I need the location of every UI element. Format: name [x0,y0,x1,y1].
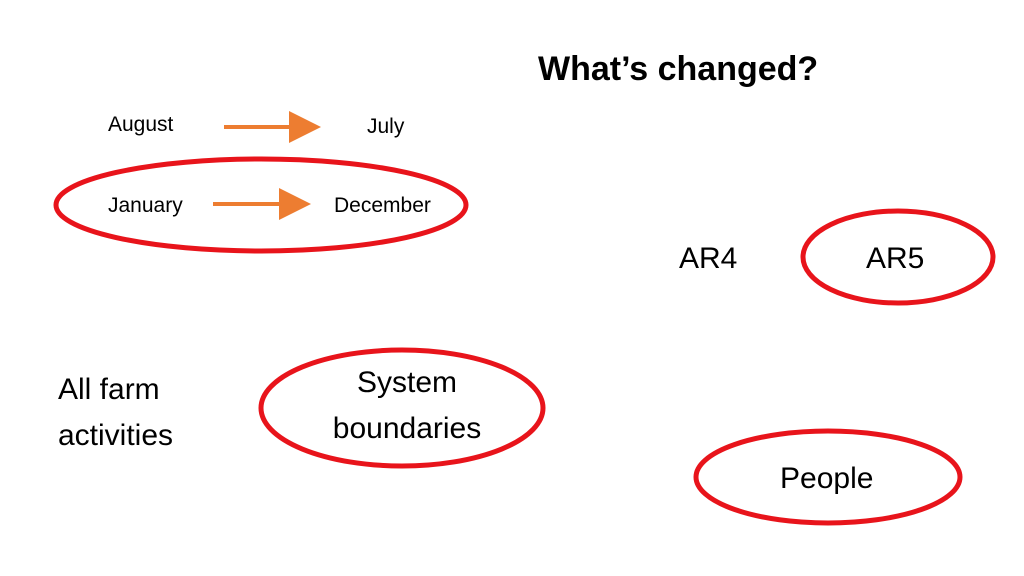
circle-january-december [53,156,469,254]
circle-ar5 [800,208,996,306]
circle-system-boundaries [258,347,546,469]
page-title: What’s changed? [538,50,819,88]
label-activities: activities [58,419,174,452]
circle-people [693,428,963,526]
label-august: August [108,113,174,136]
label-july: July [367,115,405,138]
label-ar4: AR4 [679,242,738,275]
label-all-farm: All farm [58,373,160,406]
label-boundaries: boundaries [332,412,482,445]
label-ar5: AR5 [866,242,925,275]
label-people: People [780,462,874,495]
label-december: December [334,194,431,217]
label-system: System [356,366,458,399]
label-january: January [108,194,183,217]
